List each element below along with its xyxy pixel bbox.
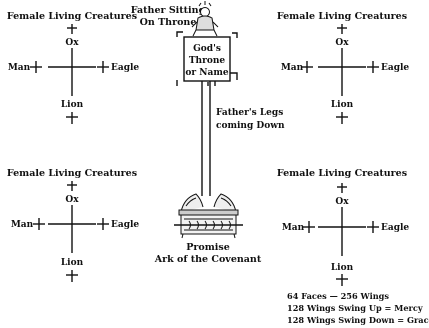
seated-father-icon bbox=[191, 1, 219, 37]
lion-label: Lion bbox=[331, 263, 354, 273]
creature-group-top-right: Female Living Creatures Ox Man Eagle Lio… bbox=[277, 11, 409, 124]
center-cross-icon bbox=[318, 207, 366, 256]
lion-label: Lion bbox=[61, 258, 84, 268]
ox-label: Ox bbox=[65, 38, 79, 48]
ark-label-line2: Ark of the Covenant bbox=[154, 254, 262, 265]
throne-box-line1: God's bbox=[193, 44, 221, 54]
creature-group-bottom-right: Female Living Creatures Ox Man Eagle Lio… bbox=[277, 168, 409, 286]
lion-cross-icon bbox=[336, 274, 348, 286]
father-label-line1: Father Sitting bbox=[131, 5, 206, 16]
father-label-line2: On Throne bbox=[140, 17, 197, 28]
eagle-cross-icon bbox=[367, 221, 379, 233]
lion-cross-icon bbox=[66, 270, 78, 282]
note-wings-up-mercy: 128 Wings Swing Up = Mercy bbox=[287, 303, 423, 313]
note-wings-down-grace: 128 Wings Swing Down = Grace bbox=[287, 315, 429, 325]
eagle-cross-icon bbox=[97, 218, 109, 230]
creature-group-bottom-left: Female Living Creatures Ox Man Eagle Lio… bbox=[7, 168, 139, 282]
lion-label: Lion bbox=[331, 100, 354, 110]
man-cross-icon bbox=[30, 61, 42, 73]
throne-box-line3: or Name bbox=[185, 68, 228, 78]
center-cross-icon bbox=[48, 48, 96, 96]
ark-label-line1: Promise bbox=[186, 242, 230, 253]
man-label: Man bbox=[282, 223, 305, 233]
father-legs-lines bbox=[201, 81, 211, 196]
ox-cross-icon bbox=[337, 183, 347, 193]
center-cross-icon bbox=[318, 48, 366, 96]
group-title: Female Living Creatures bbox=[277, 168, 407, 179]
ox-cross-icon bbox=[67, 181, 77, 191]
ox-label: Ox bbox=[335, 38, 349, 48]
ark-of-covenant-icon bbox=[174, 193, 243, 239]
lion-label: Lion bbox=[61, 100, 84, 110]
lion-cross-icon bbox=[336, 112, 348, 124]
eagle-label: Eagle bbox=[111, 63, 139, 73]
throne-section: Father Sitting On Throne God's Throne or… bbox=[131, 1, 285, 196]
group-title: Female Living Creatures bbox=[7, 11, 137, 22]
eagle-cross-icon bbox=[367, 61, 379, 73]
eagle-label: Eagle bbox=[381, 223, 409, 233]
man-cross-icon bbox=[33, 218, 45, 230]
legs-label-line2: coming Down bbox=[216, 121, 285, 131]
center-cross-icon bbox=[48, 205, 96, 253]
group-title: Female Living Creatures bbox=[277, 11, 407, 22]
eagle-cross-icon bbox=[97, 61, 109, 73]
man-cross-icon bbox=[303, 221, 315, 233]
lion-cross-icon bbox=[66, 112, 78, 124]
eagle-label: Eagle bbox=[381, 63, 409, 73]
group-title: Female Living Creatures bbox=[7, 168, 137, 179]
ox-cross-icon bbox=[337, 24, 347, 34]
note-faces-wings: 64 Faces — 256 Wings bbox=[287, 291, 389, 301]
man-label: Man bbox=[281, 63, 304, 73]
legs-label-line1: Father's Legs bbox=[216, 108, 283, 118]
throne-box-line2: Throne bbox=[189, 56, 226, 66]
ark-section: Promise Ark of the Covenant bbox=[154, 193, 262, 265]
ox-label: Ox bbox=[65, 195, 79, 205]
eagle-label: Eagle bbox=[111, 220, 139, 230]
ox-label: Ox bbox=[335, 197, 349, 207]
ox-cross-icon bbox=[67, 24, 77, 34]
creature-group-top-left: Female Living Creatures Ox Man Eagle Lio… bbox=[7, 11, 139, 124]
wing-notes: 64 Faces — 256 Wings 128 Wings Swing Up … bbox=[287, 291, 429, 325]
man-cross-icon bbox=[301, 61, 313, 73]
man-label: Man bbox=[8, 63, 31, 73]
man-label: Man bbox=[11, 220, 34, 230]
throne-box bbox=[183, 36, 231, 82]
